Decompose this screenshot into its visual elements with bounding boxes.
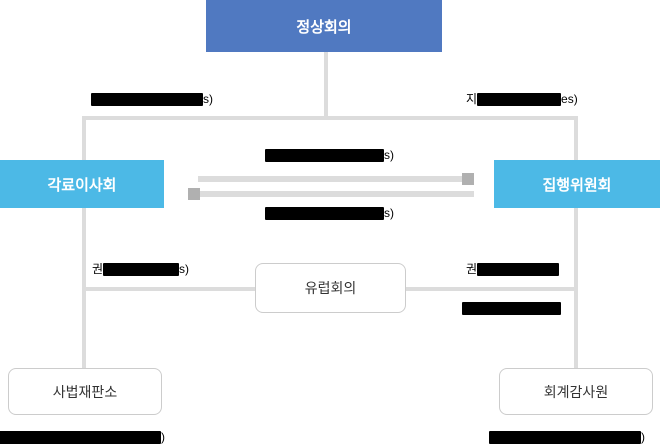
node-council-label: 각료이사회 — [47, 176, 117, 194]
node-commission-label: 집행위원회 — [542, 176, 612, 194]
edge-label-bottom-right: ) — [489, 429, 645, 445]
redaction-bar — [265, 207, 384, 221]
edge-label-center-lower-suffix: s) — [384, 206, 394, 220]
arrow-left-head-icon — [188, 188, 200, 200]
edge-label-left-mid-prefix: 권 — [92, 262, 104, 276]
edge-label-right-mid-secondary — [462, 300, 561, 316]
edge-label-right-mid-prefix: 권 — [466, 262, 478, 276]
node-auditors[interactable]: 회계감사원 — [499, 368, 653, 415]
connector-commission-to-parliament — [406, 287, 578, 291]
edge-label-right-top-suffix: es) — [561, 92, 578, 106]
edge-label-center-upper: s) — [265, 147, 394, 163]
node-commission[interactable]: 집행위원회 — [494, 160, 660, 208]
arrow-right-head-icon — [462, 173, 474, 185]
edge-label-left-mid: 권 s) — [92, 261, 189, 277]
connector-council-spine — [82, 208, 86, 380]
connector-council-to-parliament — [82, 287, 256, 291]
redaction-bar — [477, 263, 560, 277]
connector-commission-spine — [574, 208, 578, 380]
arrow-council-to-commission-shaft — [198, 176, 466, 182]
edge-label-bottom-left-suffix: ) — [161, 430, 165, 444]
node-parliament[interactable]: 유럽회의 — [255, 263, 406, 313]
edge-label-left-top-suffix: s) — [203, 92, 213, 106]
node-council[interactable]: 각료이사회 — [0, 160, 164, 208]
edge-label-left-top: s) — [91, 91, 213, 107]
node-court-label: 사법재판소 — [52, 383, 118, 400]
edge-label-center-upper-suffix: s) — [384, 148, 394, 162]
redaction-bar — [462, 302, 561, 316]
node-auditors-label: 회계감사원 — [543, 383, 609, 400]
connector-to-commission — [574, 116, 578, 160]
redaction-bar — [0, 431, 161, 445]
connector-summit-down — [324, 52, 328, 118]
arrow-commission-to-council-shaft — [192, 191, 474, 197]
edge-label-bottom-left: ) — [0, 429, 165, 445]
redaction-bar — [265, 149, 384, 163]
edge-label-right-top: 지 es) — [466, 91, 578, 107]
edge-label-center-lower: s) — [265, 205, 394, 221]
edge-label-right-mid: 권 — [466, 261, 560, 277]
edge-label-left-mid-suffix: s) — [179, 262, 190, 276]
redaction-bar — [91, 93, 203, 107]
connector-to-council — [82, 116, 86, 160]
node-parliament-label: 유럽회의 — [304, 280, 357, 296]
node-court[interactable]: 사법재판소 — [8, 368, 162, 415]
edge-label-right-top-prefix: 지 — [466, 92, 478, 106]
connector-top-horizontal — [82, 116, 578, 120]
redaction-bar — [103, 263, 180, 277]
edge-label-bottom-right-suffix: ) — [641, 430, 645, 444]
redaction-bar — [477, 93, 562, 107]
redaction-bar — [489, 431, 641, 445]
node-summit[interactable]: 정상회의 — [206, 0, 442, 52]
node-summit-label: 정상회의 — [296, 18, 352, 36]
